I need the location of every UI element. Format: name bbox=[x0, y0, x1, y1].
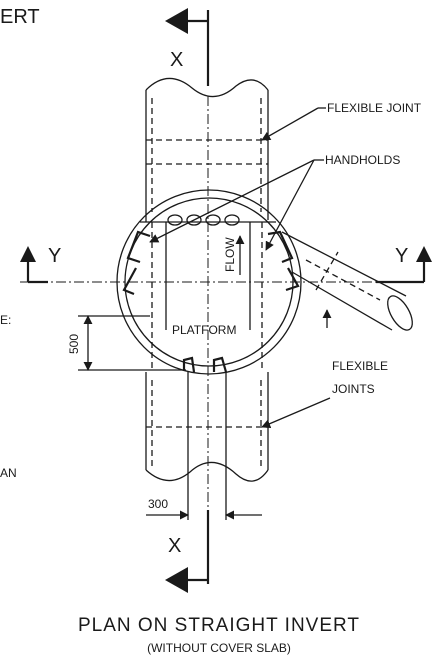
callout-flexible-joint: FLEXIBLE JOINT bbox=[261, 101, 422, 141]
caption-subtitle: (WITHOUT COVER SLAB) bbox=[147, 641, 291, 655]
dimension-500: 500 bbox=[67, 315, 186, 371]
section-label-y-right: Y bbox=[395, 245, 408, 267]
section-mark-left: Y bbox=[20, 245, 61, 284]
callout-flexible-joints: FLEXIBLE JOINTS bbox=[261, 309, 388, 428]
dimension-300: 300 bbox=[146, 497, 262, 520]
left-fragment-2: AN bbox=[0, 466, 17, 480]
section-label-x-top: X bbox=[170, 49, 183, 71]
flow-label: FLOW bbox=[223, 237, 237, 272]
section-mark-bottom: X bbox=[165, 510, 210, 593]
left-fragment-1: E: bbox=[0, 313, 11, 327]
section-label-y-left: Y bbox=[48, 245, 61, 267]
dim-500-label: 500 bbox=[67, 334, 81, 354]
platform-steps bbox=[182, 356, 228, 520]
flexible-joint-label: FLEXIBLE JOINT bbox=[327, 101, 422, 115]
handholds bbox=[167, 214, 240, 226]
section-mark-right: Y bbox=[376, 245, 432, 284]
flow-indicator: FLOW bbox=[223, 235, 245, 275]
invert-channel bbox=[140, 221, 276, 370]
section-mark-top: X bbox=[165, 8, 210, 86]
caption-title: PLAN ON STRAIGHT INVERT bbox=[78, 615, 360, 636]
dim-300-label: 300 bbox=[148, 497, 168, 511]
flexible-joints-label-2: JOINTS bbox=[332, 382, 375, 396]
branch-pipe bbox=[281, 231, 413, 331]
pipe-top bbox=[145, 77, 269, 222]
pipe-bottom bbox=[145, 372, 269, 482]
callout-handholds: HANDHOLDS bbox=[149, 153, 400, 251]
step-irons bbox=[122, 230, 300, 296]
header-fragment: ERT bbox=[0, 6, 40, 28]
section-label-x-bottom: X bbox=[168, 535, 181, 557]
platform-label: PLATFORM bbox=[172, 323, 236, 337]
handholds-label: HANDHOLDS bbox=[325, 153, 400, 167]
flexible-joints-label-1: FLEXIBLE bbox=[332, 359, 388, 373]
